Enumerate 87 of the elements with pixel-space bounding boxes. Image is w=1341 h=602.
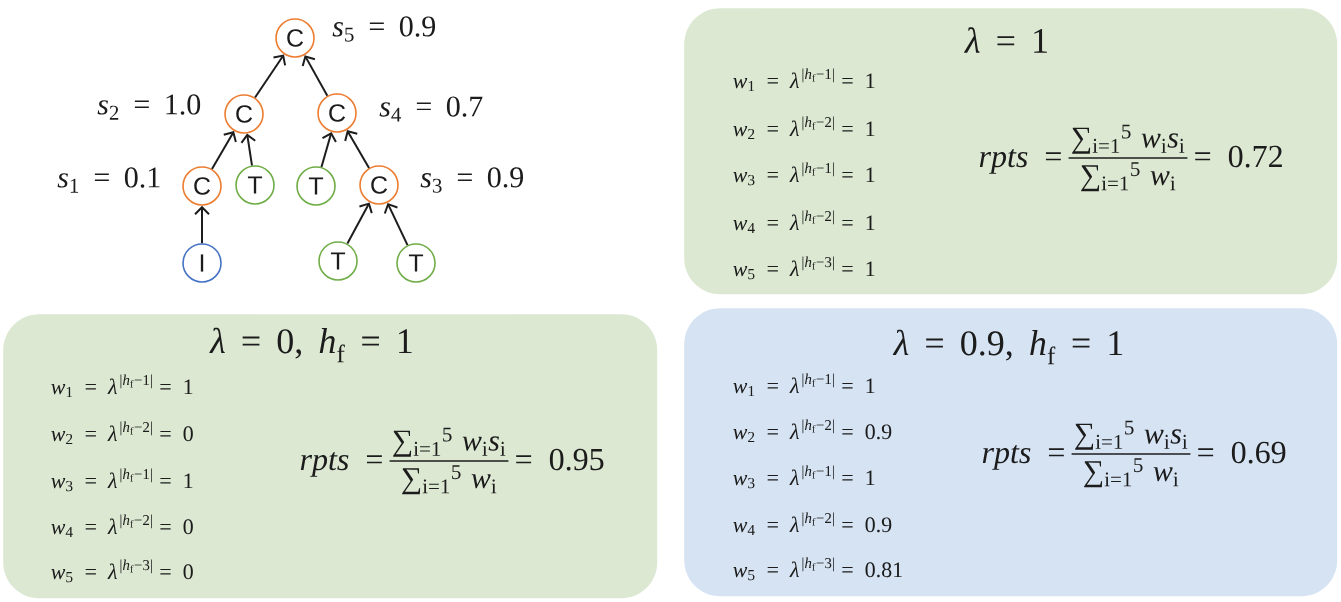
formula-text: w$_{3}$ = λ xyxy=(733,469,799,489)
circle-node: I xyxy=(182,243,222,283)
exponent-text: |h$_{f}$−3| xyxy=(802,256,834,271)
formula-text: w$_{4}$ = λ xyxy=(51,518,117,538)
formula-text: = 0.81 xyxy=(842,562,902,578)
formula-text: w$_{5}$ = λ xyxy=(51,563,117,583)
exponent-text: |h$_{f}$−1| xyxy=(802,162,834,177)
rounded-panel xyxy=(684,308,1338,597)
formula-denominator: ∑$_{i=1}$$^{5}$ w$_{i}$ xyxy=(1081,162,1176,192)
formula-text: w$_{5}$ = λ xyxy=(733,260,799,280)
formula-text: w$_{5}$ = λ xyxy=(733,561,799,581)
score-label: s$_{2}$ = 1.0 xyxy=(97,94,201,120)
circle-node: T xyxy=(318,241,358,281)
formula-text: = 0.9 xyxy=(842,517,892,533)
formula-numerator: ∑$_{i=1}$$^{5}$ w$_{i}$s$_{i}$ xyxy=(1075,420,1188,450)
formula-text: = 0.69 xyxy=(1198,441,1286,464)
formula-text: = 1 xyxy=(160,473,193,488)
formula-text: w$_{2}$ = λ xyxy=(733,120,799,140)
rounded-panel xyxy=(684,8,1338,295)
exponent-text: |h$_{f}$−2| xyxy=(802,116,834,131)
formula-text: = 0 xyxy=(160,519,193,535)
circle-node: T xyxy=(396,243,436,283)
arrow xyxy=(344,130,371,169)
exponent-text: |h$_{f}$−3| xyxy=(802,557,834,572)
formula-text: = 1 xyxy=(842,121,875,136)
exponent-text: |h$_{f}$−2| xyxy=(802,419,834,434)
formula-text: = 0.95 xyxy=(516,448,604,471)
panel-title: λ = 1 xyxy=(964,27,1047,53)
formula-text: w$_{3}$ = λ xyxy=(733,166,799,186)
exponent-text: |h$_{f}$−1| xyxy=(120,468,152,483)
score-label: s$_{1}$ = 0.1 xyxy=(57,167,160,193)
arrow xyxy=(240,133,257,167)
arrow xyxy=(320,132,337,168)
formula-numerator: ∑$_{i=1}$$^{5}$ w$_{i}$s$_{i}$ xyxy=(393,427,506,457)
formula-text: = 1 xyxy=(842,261,875,276)
formula-text: w$_{4}$ = λ xyxy=(733,516,799,536)
formula-text: = 1 xyxy=(160,379,193,394)
exponent-text: |h$_{f}$−2| xyxy=(120,514,152,529)
exponent-text: |h$_{f}$−3| xyxy=(120,559,152,574)
exponent-text: |h$_{f}$−1| xyxy=(802,465,834,480)
circle-node: C xyxy=(224,94,264,134)
circle-node: T xyxy=(235,165,275,205)
formula-denominator: ∑$_{i=1}$$^{5}$ w$_{i}$ xyxy=(1084,458,1179,488)
formula-text: = 1 xyxy=(842,215,875,230)
arrow xyxy=(194,205,210,245)
exponent-text: |h$_{f}$−2| xyxy=(120,421,152,436)
formula-text: rpts = xyxy=(300,452,382,477)
formula-text: rpts = xyxy=(982,445,1064,470)
circle-node: C xyxy=(182,166,222,206)
formula-numerator: ∑$_{i=1}$$^{5}$ w$_{i}$s$_{i}$ xyxy=(1072,124,1185,154)
exponent-text: |h$_{f}$−2| xyxy=(802,512,834,527)
arrow xyxy=(383,202,409,247)
arrow xyxy=(346,202,373,245)
formula-text: = 1 xyxy=(842,167,875,182)
score-label: s$_{4}$ = 0.7 xyxy=(379,96,483,122)
formula-text: w$_{1}$ = λ xyxy=(733,377,799,397)
formula-text: w$_{3}$ = λ xyxy=(51,472,117,492)
formula-text: w$_{2}$ = λ xyxy=(51,425,117,445)
panel-title: λ = 0.9, h$_{f}$ = 1 xyxy=(892,329,1123,365)
score-label: s$_{3}$ = 0.9 xyxy=(420,167,524,193)
formula-text: = 0 xyxy=(160,564,193,580)
formula-text: w$_{4}$ = λ xyxy=(733,214,799,234)
formula-text: w$_{1}$ = λ xyxy=(733,72,799,92)
circle-node: C xyxy=(359,165,399,205)
formula-text: = 0 xyxy=(160,426,193,442)
formula-text: = 0.72 xyxy=(1195,145,1282,168)
arrow xyxy=(211,131,237,170)
formula-text: = 1 xyxy=(842,378,875,393)
exponent-text: |h$_{f}$−2| xyxy=(802,210,834,225)
rounded-panel xyxy=(3,314,658,599)
exponent-text: |h$_{f}$−1| xyxy=(802,68,834,83)
exponent-text: |h$_{f}$−1| xyxy=(802,373,834,388)
exponent-text: |h$_{f}$−1| xyxy=(120,374,152,389)
circle-node: C xyxy=(317,93,357,133)
formula-text: = 1 xyxy=(842,470,875,485)
formula-text: rpts = xyxy=(979,149,1061,174)
formula-text: w$_{1}$ = λ xyxy=(51,378,117,398)
formula-text: w$_{2}$ = λ xyxy=(733,423,799,443)
formula-text: = 1 xyxy=(842,73,875,88)
formula-text: = 0.9 xyxy=(842,424,892,440)
circle-node: T xyxy=(296,166,336,206)
circle-node: C xyxy=(275,18,315,58)
score-label: s$_{5}$ = 0.9 xyxy=(332,16,436,42)
formula-denominator: ∑$_{i=1}$$^{5}$ w$_{i}$ xyxy=(402,465,497,495)
arrow xyxy=(254,54,287,99)
panel-title: λ = 0, h$_{f}$ = 1 xyxy=(209,327,412,363)
arrow xyxy=(301,55,329,97)
